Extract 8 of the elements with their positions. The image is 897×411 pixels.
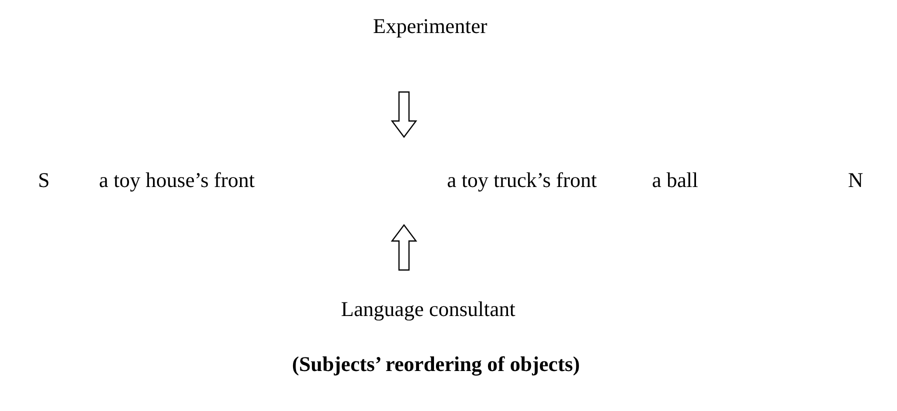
object-label: a toy house’s front xyxy=(99,168,255,192)
direction-label: N xyxy=(848,168,864,192)
node-label: Language consultant xyxy=(341,297,516,321)
caption: (Subjects’ reordering of objects) xyxy=(292,352,580,376)
object-label: a ball xyxy=(652,168,698,192)
node-label: Experimenter xyxy=(373,14,488,38)
object-label: a toy truck’s front xyxy=(447,168,597,192)
direction-label: S xyxy=(38,168,50,192)
